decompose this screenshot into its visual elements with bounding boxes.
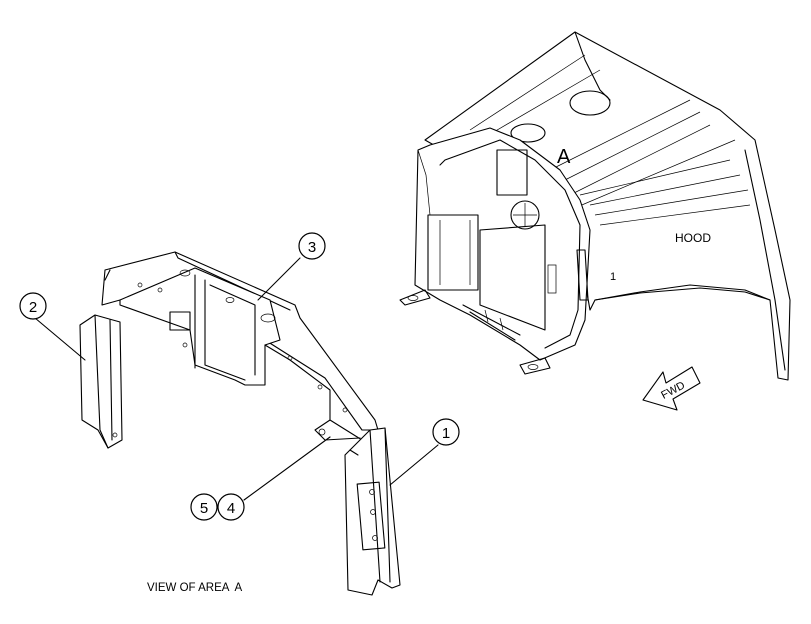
callout-5-label: 5 [200,500,208,517]
callout-1-label: 1 [442,425,450,442]
callout-2-label: 2 [29,299,37,316]
leader-line-3 [257,257,301,301]
callout-5: 5 [190,493,218,521]
part-1-right-post [344,427,401,596]
area-letter-label: A [557,146,571,168]
bracket-assembly [101,251,379,446]
leader-line-1 [389,444,439,486]
callout-4: 4 [217,493,245,521]
callout-4-label: 4 [227,500,235,517]
callout-3: 3 [298,232,326,260]
hood-assembly [399,31,791,381]
leader-line-2 [34,317,86,361]
part-2-left-post [79,314,123,449]
callout-3-label: 3 [308,239,316,256]
hood-label: HOOD [675,231,711,245]
leader-line-4 [243,436,331,501]
callout-1: 1 [432,418,460,446]
hood-mark-label: 1 [610,271,616,283]
callout-2: 2 [19,292,47,320]
view-caption: VIEW OF AREA A [147,582,243,594]
fwd-arrow-icon: FWD [642,366,701,411]
